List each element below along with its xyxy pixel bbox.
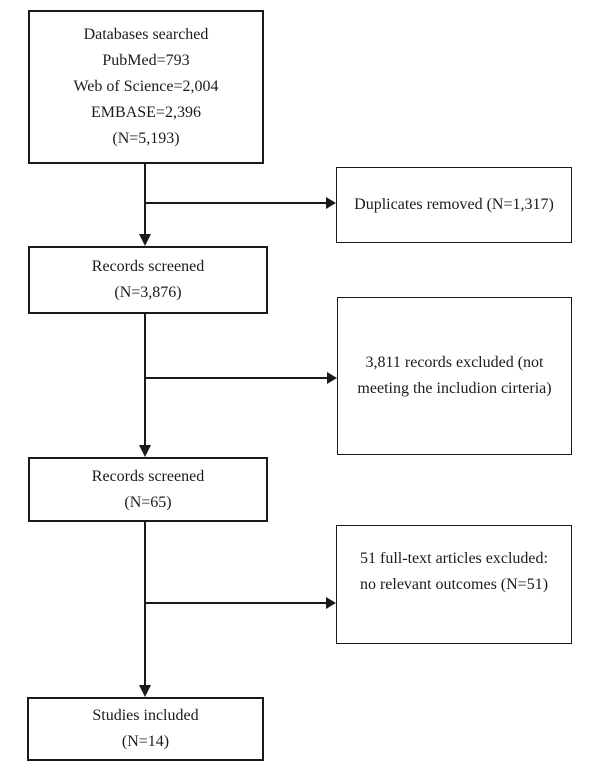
databases-total-count: (N=5,193) — [112, 130, 180, 147]
databases-title: Databases searched — [83, 26, 209, 43]
databases-wos-count: Web of Science=2,004 — [73, 78, 219, 95]
duplicates-removed-text: Duplicates removed (N=1,317) — [354, 196, 554, 213]
databases-embase-count: EMBASE=2,396 — [91, 104, 201, 121]
arrow-screened1-to-screened2 — [139, 314, 151, 457]
arrow-to-fulltext-excluded — [145, 597, 336, 609]
records-screened-2-title: Records screened — [91, 467, 205, 485]
records-excluded-line2: meeting the includion cirteria) — [357, 380, 552, 397]
records-excluded-line1: 3,811 records excluded (not — [365, 354, 544, 371]
box-fulltext-excluded: 51 full-text articles excluded: no relev… — [336, 525, 572, 644]
arrow-to-records-excluded — [145, 372, 337, 384]
box-studies-included: Studies included (N=14) — [27, 697, 264, 761]
fulltext-excluded-line1: 51 full-text articles excluded: — [360, 550, 548, 567]
box-records-screened-2: Records screened (N=65) — [28, 457, 268, 522]
box-duplicates-removed: Duplicates removed (N=1,317) — [336, 167, 572, 243]
studies-included-count: (N=14) — [121, 733, 170, 750]
studies-included-title: Studies included — [92, 707, 199, 724]
records-screened-2-count: (N=65) — [124, 493, 172, 511]
box-records-screened-1: Records screened (N=3,876) — [28, 246, 268, 314]
records-screened-1-title: Records screened — [91, 258, 205, 275]
box-records-excluded: 3,811 records excluded (not meeting the … — [337, 297, 572, 455]
records-screened-1-count: (N=3,876) — [114, 284, 182, 301]
fulltext-excluded-line2: no relevant outcomes (N=51) — [359, 576, 549, 593]
box-databases-searched: Databases searched PubMed=793 Web of Sci… — [28, 10, 264, 164]
databases-pubmed-count: PubMed=793 — [102, 52, 190, 69]
arrow-to-duplicates-removed — [145, 197, 336, 209]
arrow-screened2-to-included — [139, 522, 151, 697]
arrow-databases-to-screened1 — [139, 164, 151, 246]
